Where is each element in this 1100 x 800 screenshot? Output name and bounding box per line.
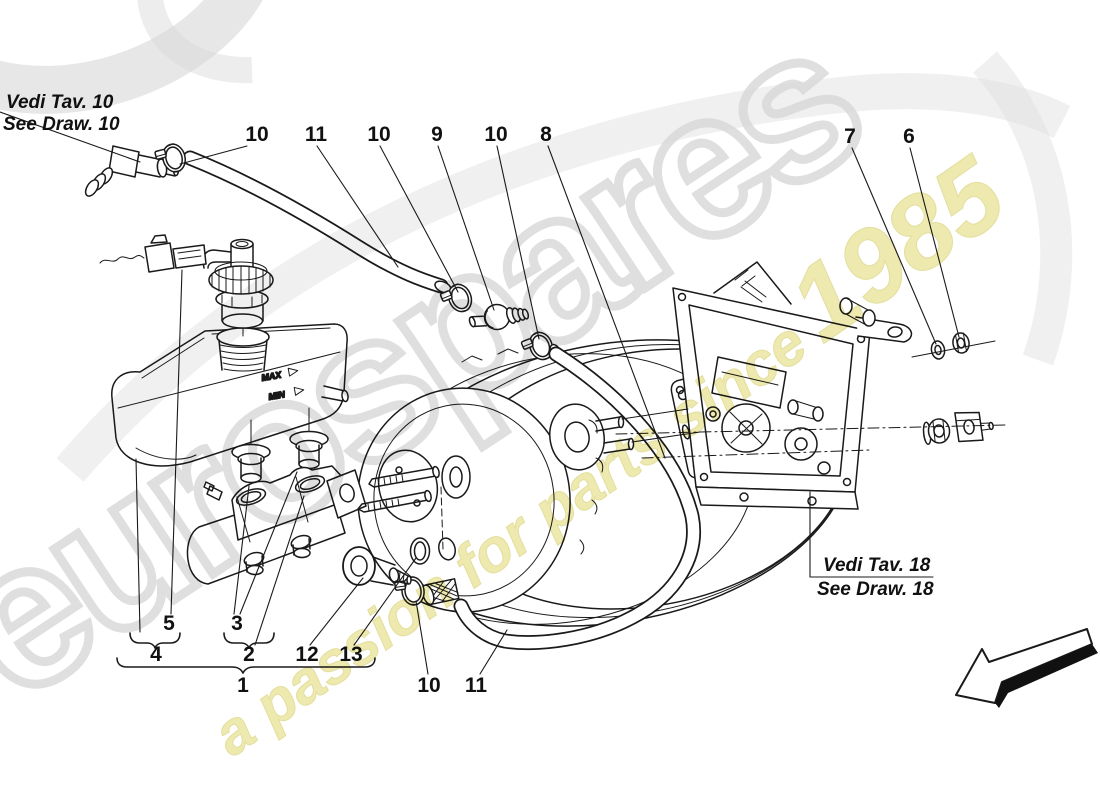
callout-2[interactable]: 2 bbox=[243, 643, 255, 666]
callout-11-b[interactable]: 11 bbox=[465, 674, 488, 697]
callout-4[interactable]: 4 bbox=[150, 643, 162, 666]
min-label: MIN bbox=[268, 389, 286, 402]
o-ring bbox=[409, 537, 431, 565]
washer-7 bbox=[930, 340, 946, 360]
check-valve bbox=[468, 303, 530, 331]
callout-5[interactable]: 5 bbox=[163, 612, 175, 635]
watermark: eurospares a passion for parts since1985 bbox=[0, 0, 1073, 769]
callout-6[interactable]: 6 bbox=[903, 125, 915, 148]
callout-9[interactable]: 9 bbox=[431, 123, 443, 146]
ref-see-draw-10: See Draw. 10 bbox=[3, 114, 120, 135]
reference-lines bbox=[0, 111, 934, 578]
callout-12[interactable]: 12 bbox=[295, 643, 318, 666]
callout-10-b[interactable]: 10 bbox=[367, 123, 390, 146]
level-sensor-connector bbox=[99, 234, 207, 273]
vacuum-hose-lower bbox=[453, 343, 701, 650]
lock-nut bbox=[922, 418, 951, 445]
direction-arrow-icon bbox=[955, 628, 1098, 708]
support-clamp bbox=[954, 411, 994, 443]
braided-hose-end bbox=[421, 578, 460, 606]
callout-1[interactable]: 1 bbox=[237, 674, 249, 697]
ref-vedi-tav-18: Vedi Tav. 18 bbox=[823, 555, 931, 576]
nut-6 bbox=[952, 332, 970, 354]
hose-clamp-3 bbox=[520, 331, 554, 361]
callout-10-c[interactable]: 10 bbox=[484, 123, 507, 146]
reservoir-level-marks: MAX MIN bbox=[260, 367, 305, 403]
mounting-studs bbox=[357, 465, 440, 513]
pedal-box-bracket bbox=[672, 261, 913, 510]
callout-3[interactable]: 3 bbox=[231, 612, 243, 635]
hose-clamp-1 bbox=[154, 143, 186, 173]
callout-7[interactable]: 7 bbox=[844, 125, 856, 148]
watermark-swoosh-icon bbox=[0, 0, 263, 114]
union-elbow bbox=[342, 546, 412, 586]
callout-10-d[interactable]: 10 bbox=[417, 674, 440, 697]
callout-11-a[interactable]: 11 bbox=[305, 123, 328, 146]
max-label: MAX bbox=[261, 369, 283, 382]
group-braces bbox=[116, 632, 376, 674]
ref-see-draw-18: See Draw. 18 bbox=[817, 579, 934, 600]
callout-13[interactable]: 13 bbox=[339, 643, 362, 666]
alignment-axes bbox=[440, 340, 1007, 550]
callout-10-a[interactable]: 10 bbox=[245, 123, 268, 146]
master-cylinder bbox=[186, 465, 367, 585]
